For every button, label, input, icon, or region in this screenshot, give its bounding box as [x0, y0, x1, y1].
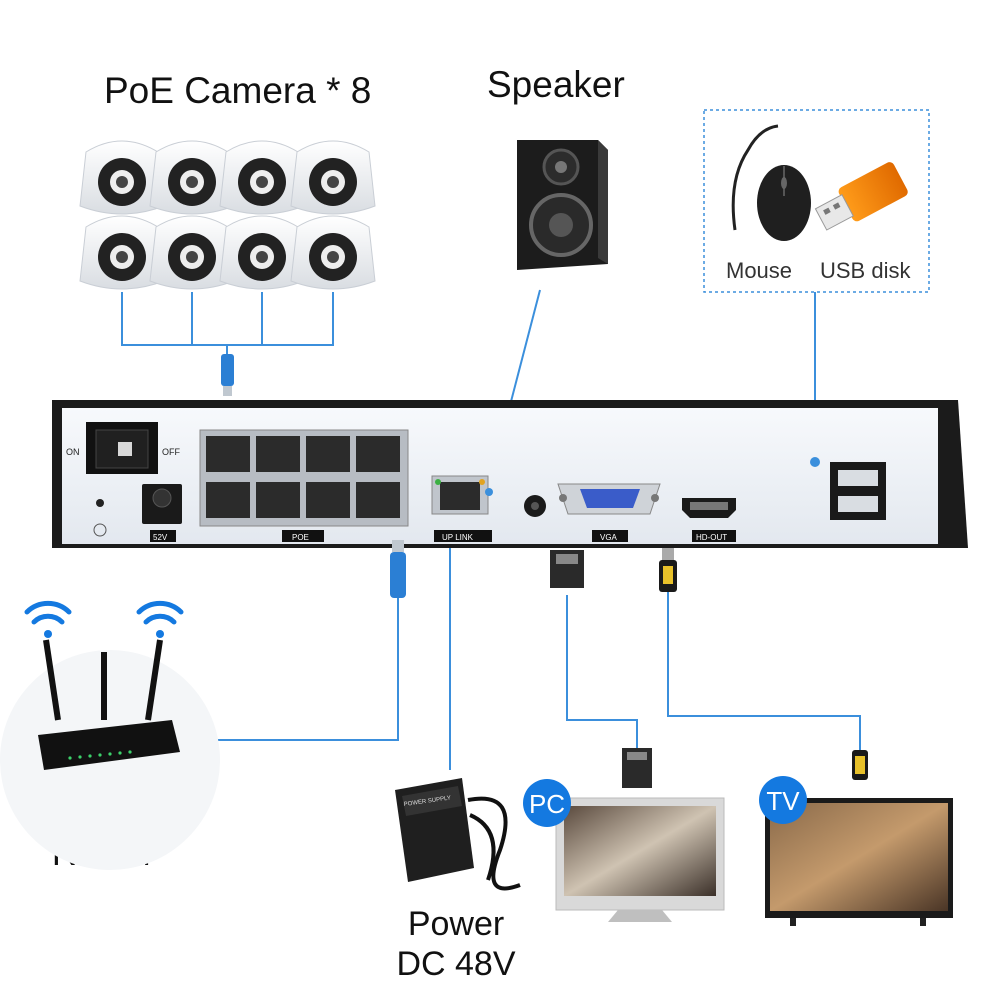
- tv-icon: [765, 798, 953, 926]
- peripheral-frame: [703, 109, 930, 293]
- wifi-icon: [136, 600, 184, 638]
- power-label-line2: DC 48V: [396, 945, 516, 983]
- nvr-device: ON OFF 52V POE UP LINK VGA: [52, 400, 968, 548]
- vga-cable-plug-icon: [550, 550, 584, 588]
- switch-off-label: OFF: [162, 447, 180, 457]
- mouse-label: Mouse: [726, 258, 793, 283]
- camera-icon: [290, 140, 376, 215]
- hdmi-cable-end-icon: [852, 750, 868, 780]
- usb-link-dot: [810, 457, 820, 467]
- poe-camera-label: PoE Camera * 8: [104, 70, 372, 111]
- port-52v-label: 52V: [153, 533, 168, 542]
- router-icon: [0, 639, 220, 870]
- hdmi-cable-plug-icon: [659, 548, 677, 592]
- camera-group: [79, 140, 376, 290]
- port-vga-label: VGA: [600, 533, 618, 542]
- vga-cable-end-icon: [622, 748, 652, 788]
- speaker-link-dot: [485, 488, 493, 496]
- pc-badge-text: PC: [529, 789, 565, 819]
- power-label: Power DC 48V: [396, 904, 516, 984]
- usb-disk-label: USB disk: [820, 258, 911, 283]
- ethernet-plug-icon: [221, 354, 234, 396]
- speaker-label: Speaker: [487, 64, 625, 105]
- power-supply-icon: POWER SUPPLY: [395, 778, 521, 891]
- port-hdmi-label: HD-OUT: [696, 533, 727, 542]
- pc-line: [566, 595, 638, 748]
- port-uplink-label: UP LINK: [442, 533, 474, 542]
- camera-icon: [219, 140, 305, 215]
- tv-line: [667, 590, 861, 750]
- camera-icon: [149, 215, 235, 290]
- camera-bus-line: [121, 292, 334, 358]
- mouse-icon: [731, 124, 811, 241]
- switch-on-label: ON: [66, 447, 80, 457]
- camera-icon: [290, 215, 376, 290]
- power-label-line1: Power: [407, 905, 505, 943]
- tv-badge: TV: [759, 776, 807, 824]
- pc-badge: PC: [523, 779, 571, 827]
- wifi-icon: [24, 600, 72, 638]
- tv-badge-text: TV: [766, 786, 800, 816]
- router-cable-plug-icon: [390, 540, 406, 598]
- port-poe-label: POE: [292, 533, 309, 542]
- router-line: [160, 598, 399, 741]
- camera-icon: [79, 140, 165, 215]
- camera-icon: [79, 215, 165, 290]
- pc-monitor-icon: [555, 797, 725, 922]
- camera-icon: [149, 140, 235, 215]
- speaker-icon: [517, 140, 608, 270]
- usb-disk-icon: [814, 162, 908, 231]
